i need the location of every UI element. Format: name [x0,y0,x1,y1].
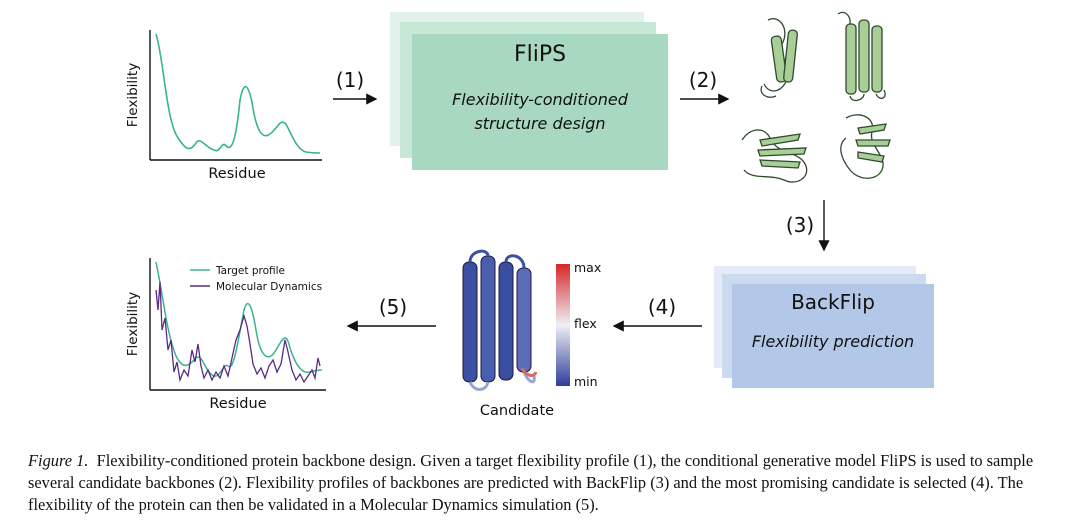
candidate-helix-3 [498,261,514,381]
figure-caption: Figure 1. Flexibility-conditioned protei… [28,450,1058,516]
target-xlabel: Residue [208,166,265,182]
target-profile-curve [155,33,321,154]
md-target-curve [155,261,323,377]
target-ylabel: Flexibility [125,63,141,127]
step-5-label: (5) [379,295,407,319]
arrow-step-5: (5) [346,295,436,332]
md-ylabel: Flexibility [125,292,141,356]
figure-diagram: Flexibility Residue (1) (2) [125,11,934,419]
backbone-4 [840,114,891,179]
backbone-1 [760,18,798,98]
colorbar-min-label: min [574,374,598,389]
md-dynamics-curve [155,281,321,384]
candidate-helix-2 [480,255,496,383]
caption-text: Flexibility-conditioned protein backbone… [28,451,1034,514]
backbone-2 [837,11,886,102]
colorbar-gradient [556,264,570,386]
caption-lead: Figure 1. [28,451,89,470]
legend-md-label: Molecular Dynamics [216,281,322,293]
candidate-label: Candidate [480,403,554,419]
target-flexibility-plot: Flexibility Residue [125,30,322,182]
diagram-canvas: Flexibility Residue (1) (2) [125,11,891,419]
backflip-subtitle: Flexibility prediction [751,332,915,351]
step-1-label: (1) [336,68,364,92]
arrow-step-2: (2) [680,68,730,105]
step-3-label: (3) [786,213,814,237]
step-2-label: (2) [689,68,717,92]
legend-target-label: Target profile [215,265,285,277]
arrow-step-1: (1) [333,68,378,105]
md-xlabel: Residue [209,396,266,412]
candidate-backbones [741,11,891,183]
backflip-box: BackFlip Flexibility prediction [732,284,934,388]
md-flexibility-plot: Target profile Molecular Dynamics Flexib… [125,258,326,412]
fliPS-title: FliPS [513,42,567,67]
step-4-label: (4) [648,295,676,319]
arrow-step-4: (4) [612,295,702,332]
fliPS-subtitle-line1: Flexibility-conditioned [452,90,628,109]
backflip-title: BackFlip [791,290,875,314]
colorbar-max-label: max [574,260,601,275]
candidate-protein [462,249,538,391]
arrow-step-3: (3) [786,200,830,252]
candidate-helix-1 [462,261,478,383]
fliPS-subtitle-line2: structure design [474,114,606,133]
md-legend: Target profile Molecular Dynamics [190,265,322,293]
colorbar-mid-label: flex [574,316,597,331]
candidate-helix-4 [516,267,532,373]
fliPS-box: FliPS Flexibility-conditioned structure … [412,34,668,170]
backbone-3 [741,129,808,183]
flexibility-colorbar: max flex min [556,260,601,389]
